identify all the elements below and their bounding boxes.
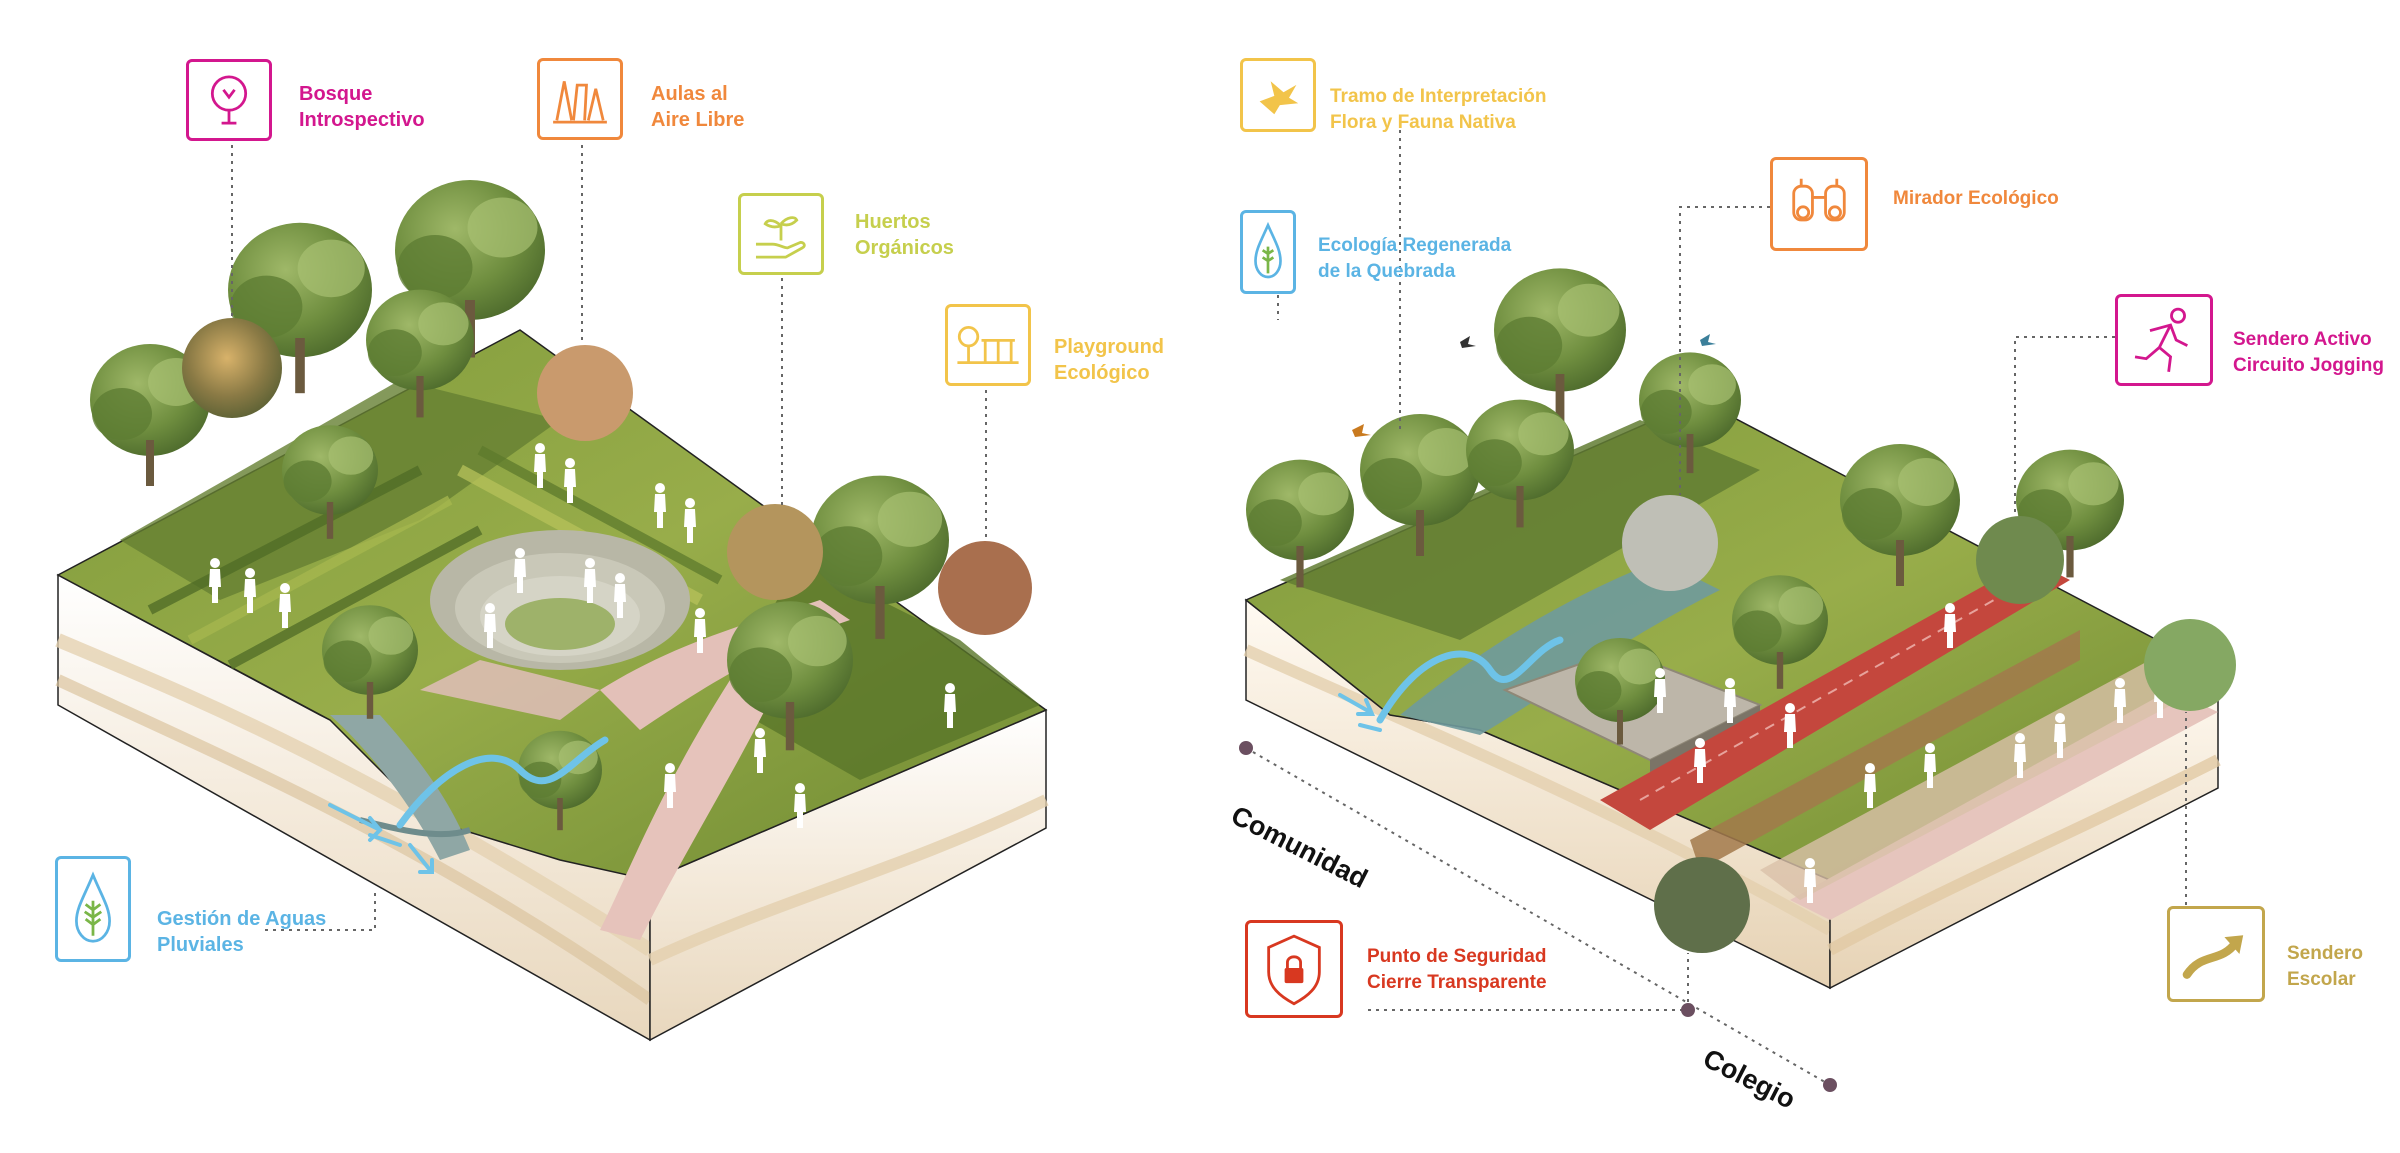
- playground-icon-box: [945, 304, 1031, 386]
- leaf-drop-icon: [75, 871, 111, 943]
- photo-bubble-sendero-activo: [1976, 516, 2064, 604]
- sendero-escolar-icon-box: [2167, 906, 2265, 1002]
- bosque-icon-box: [186, 59, 272, 141]
- leaf-drop-icon: [1254, 221, 1282, 279]
- photo-bubble-huertos: [727, 504, 823, 600]
- sprout-hand-icon: [755, 216, 806, 259]
- binoculars-icon: [1792, 178, 1846, 222]
- photo-bubble-bosque: [182, 318, 282, 418]
- direction-axis: [1239, 741, 1837, 1092]
- aulas-icon-box: [537, 58, 623, 140]
- tramo-icon-box: [1240, 58, 1316, 132]
- huertos-icon-box: [738, 193, 824, 275]
- aguas-icon-box: [55, 856, 131, 962]
- seguridad-icon-box: [1245, 920, 1343, 1018]
- arrow-up-right-icon: [2182, 935, 2244, 979]
- playground-icon: [957, 326, 1019, 364]
- photo-bubble-aulas: [537, 345, 633, 441]
- photo-bubble-mirador: [1622, 495, 1718, 591]
- runner-icon: [2134, 307, 2188, 372]
- sendero-activo-icon-box: [2115, 294, 2213, 386]
- right-terrain-block: [1243, 268, 2236, 990]
- books-icon: [553, 81, 607, 124]
- photo-bubble-sendero-escolar: [2144, 619, 2236, 711]
- stormwater-arrows: [328, 736, 609, 874]
- leader-lines: [231, 130, 2187, 1086]
- photo-bubble-playground: [938, 541, 1032, 635]
- mirador-label: Mirador Ecológico: [1893, 188, 2059, 209]
- photo-bubble-seguridad: [1654, 857, 1750, 953]
- ecologia-icon-box: [1240, 210, 1296, 294]
- quebrada-arrows: [1338, 636, 1564, 732]
- bird-icon: [1259, 81, 1299, 115]
- mirador-icon-box: [1770, 157, 1868, 251]
- shield-lock-icon: [1267, 934, 1321, 1006]
- left-terrain-block: [55, 180, 1049, 1042]
- amphitheater: [430, 530, 690, 670]
- tree-icon: [210, 75, 248, 125]
